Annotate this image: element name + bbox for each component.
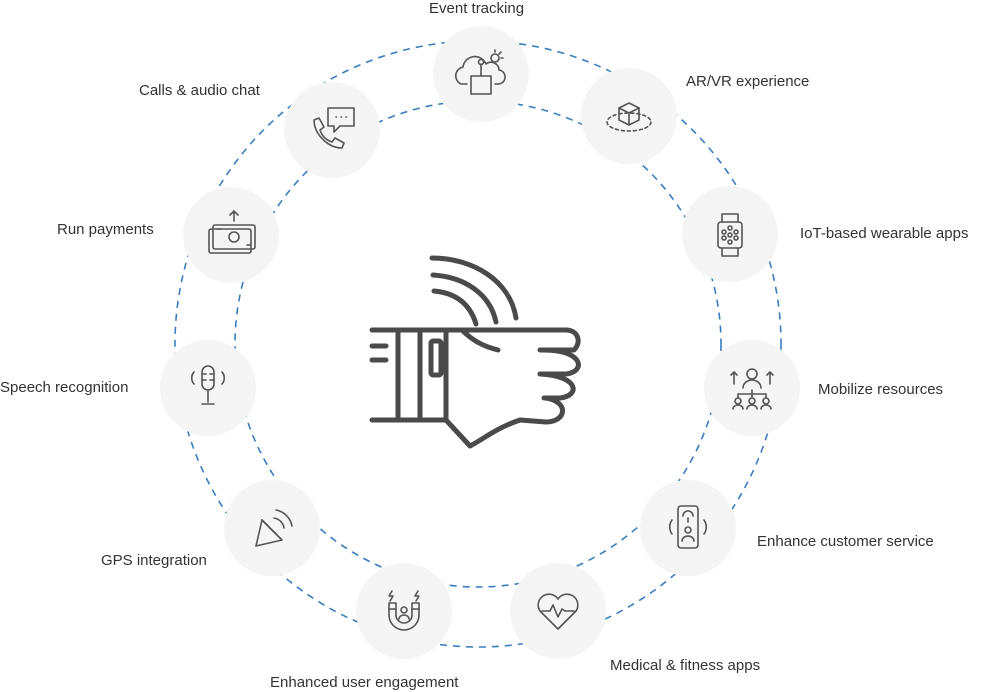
node-medical-fitness-apps: [510, 563, 606, 659]
node-gps-integration: [224, 480, 320, 576]
label-enhanced-user-engagement: Enhanced user engagement: [270, 674, 459, 691]
gps-satellite-icon: [255, 509, 293, 547]
node-speech-recognition: [160, 340, 256, 436]
label-enhance-customer-service: Enhance customer service: [757, 533, 934, 550]
label-gps-integration: GPS integration: [101, 552, 207, 569]
label-iot-wearable-apps: IoT-based wearable apps: [800, 225, 969, 242]
microphone-icon: [190, 365, 226, 405]
label-ar-vr-experience: AR/VR experience: [686, 73, 810, 90]
smartwatch-icon: [717, 213, 743, 257]
ar-cube-icon: [606, 102, 652, 132]
team-hierarchy-icon: [730, 368, 774, 410]
phone-support-icon: [668, 505, 708, 549]
node-iot-wearable-apps: [682, 186, 778, 282]
phone-chat-icon: [313, 107, 355, 149]
node-enhanced-user-engagement: [356, 563, 452, 659]
label-speech-recognition: Speech recognition: [0, 379, 129, 396]
node-mobilize-resources: [704, 340, 800, 436]
node-ar-vr-experience: [581, 68, 677, 164]
money-payment-icon: [208, 210, 256, 254]
label-calls-audio-chat: Calls & audio chat: [139, 82, 260, 99]
heart-pulse-icon: [537, 593, 579, 630]
label-run-payments: Run payments: [57, 221, 154, 238]
node-event-tracking: [433, 26, 529, 122]
cloud-event-icon: [455, 49, 506, 95]
node-calls-audio-chat: [284, 82, 380, 178]
magnet-user-icon: [388, 590, 420, 631]
node-enhance-customer-service: [640, 480, 736, 576]
label-mobilize-resources: Mobilize resources: [818, 381, 944, 398]
node-run-payments: [183, 187, 279, 283]
label-event-tracking: Event tracking: [429, 0, 525, 17]
label-medical-fitness-apps: Medical & fitness apps: [610, 657, 761, 674]
